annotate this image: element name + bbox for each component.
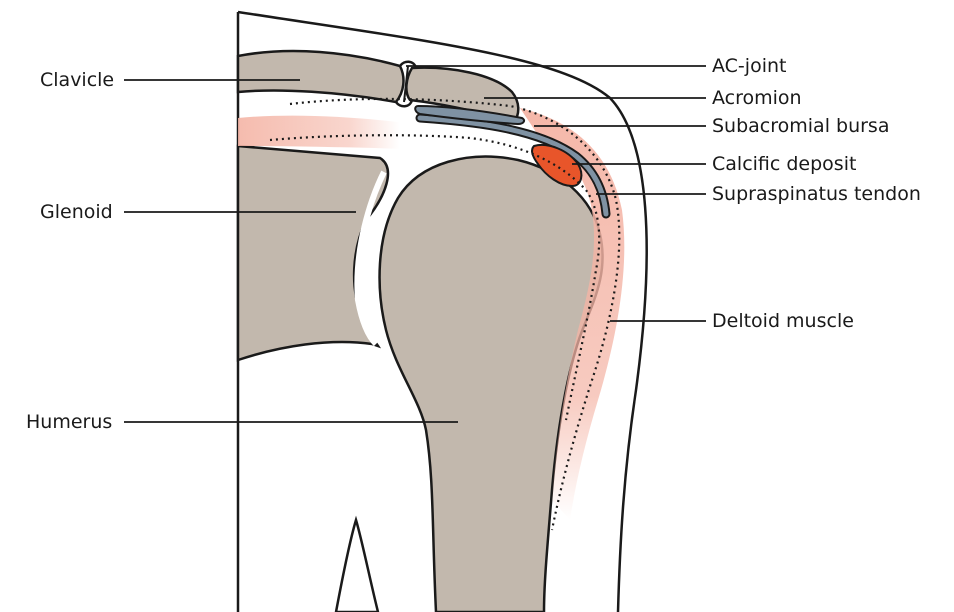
label-subacromial-bursa: Subacromial bursa	[712, 115, 889, 137]
label-acromion: Acromion	[712, 87, 802, 109]
clavicle-bone	[238, 51, 403, 102]
label-deltoid-muscle: Deltoid muscle	[712, 310, 854, 332]
deltoid-top-tissue	[238, 116, 440, 150]
humerus-notch	[336, 520, 378, 612]
label-humerus: Humerus	[26, 411, 112, 433]
label-clavicle: Clavicle	[40, 69, 114, 91]
label-ac-joint: AC-joint	[712, 55, 786, 77]
label-supraspinatus-tendon: Supraspinatus tendon	[712, 183, 921, 205]
label-glenoid: Glenoid	[40, 201, 113, 223]
label-calcific-deposit: Calcific deposit	[712, 153, 856, 175]
